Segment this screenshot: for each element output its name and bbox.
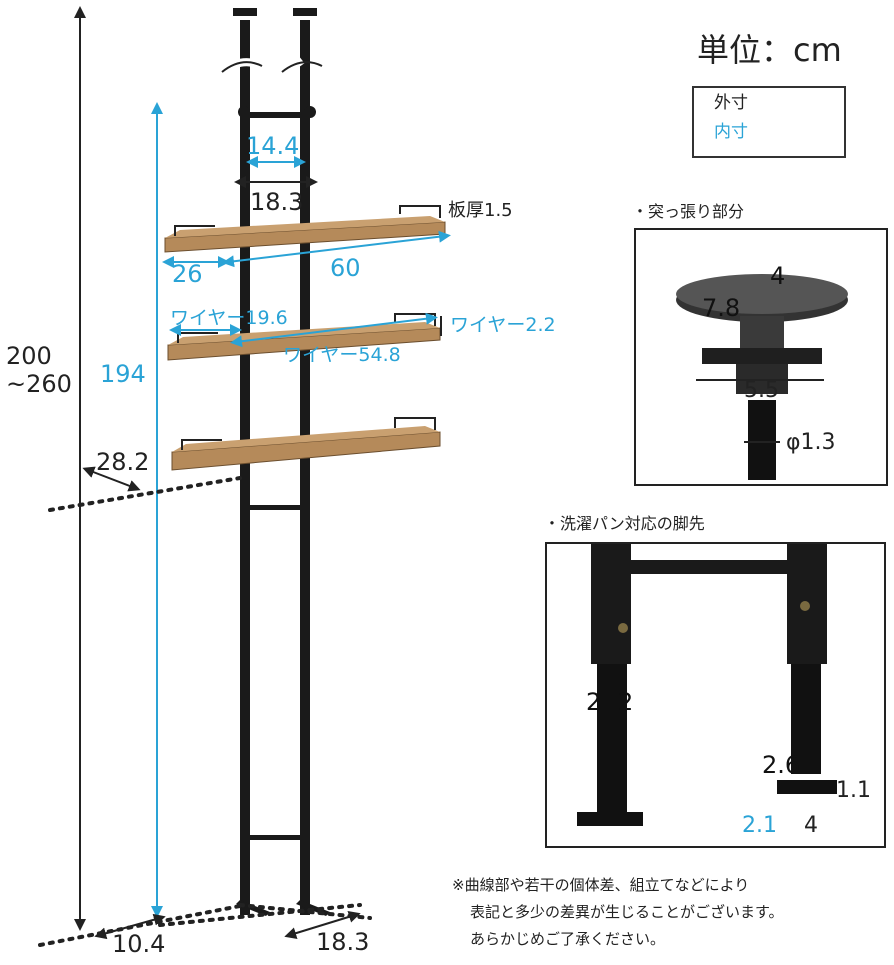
inner-height-label: 194	[100, 360, 146, 388]
wire-left-label: ワイヤー19.6	[170, 307, 288, 329]
tension-detail-drawing	[676, 274, 848, 480]
total-height-label: 200	[6, 342, 52, 370]
footnote-line-3: あらかじめご了承ください。	[470, 930, 666, 948]
tension-top-label: 4	[770, 262, 786, 290]
foot-inner-label: 2.1	[742, 813, 777, 838]
tension-detail-panel	[634, 228, 888, 486]
wire-length-label: ワイヤー54.8	[283, 344, 401, 366]
foot-w2-label: 2	[618, 688, 634, 716]
inner-width-top-label: 14.4	[246, 132, 300, 160]
foot-detail-title: ・洗濯パン対応の脚先	[544, 514, 705, 533]
tension-plate-label: 7.8	[702, 294, 741, 322]
tension-detail-title: ・突っ張り部分	[632, 202, 745, 221]
tension-base-label: 5.5	[744, 378, 779, 403]
unit-label: 単位：cm	[697, 31, 842, 69]
depth-side-label: 28.2	[96, 448, 150, 476]
shelf-thickness-label: 板厚1.5	[448, 200, 513, 221]
total-height-range-label: ~260	[6, 370, 72, 398]
foot-thickness-label: 1.1	[836, 778, 871, 803]
foot-height-label: 2.6	[762, 751, 801, 779]
shelf-width-label: 60	[330, 254, 361, 282]
foot-length-label: 4	[804, 813, 818, 838]
legend-inner-label: 内寸	[714, 122, 748, 142]
foot-depth-label: 10.4	[112, 930, 166, 958]
foot-detail-drawing	[577, 544, 837, 826]
outer-width-top-label: 18.3	[250, 188, 304, 216]
foot-width-label: 18.3	[316, 928, 370, 956]
foot-detail-panel	[545, 542, 886, 848]
tension-pole-label: φ1.3	[786, 430, 836, 455]
legend-outer-label: 外寸	[714, 93, 748, 113]
footnote-line-2: 表記と多少の差異が生じることがございます。	[470, 903, 784, 921]
foot-w1-label: 2	[586, 688, 602, 716]
legend-box	[692, 86, 846, 158]
shelf-depth-label: 26	[172, 260, 203, 288]
footnote-line-1: ※曲線部や若干の個体差、組立てなどにより	[452, 876, 750, 894]
wire-height-label: ワイヤー2.2	[450, 314, 556, 336]
